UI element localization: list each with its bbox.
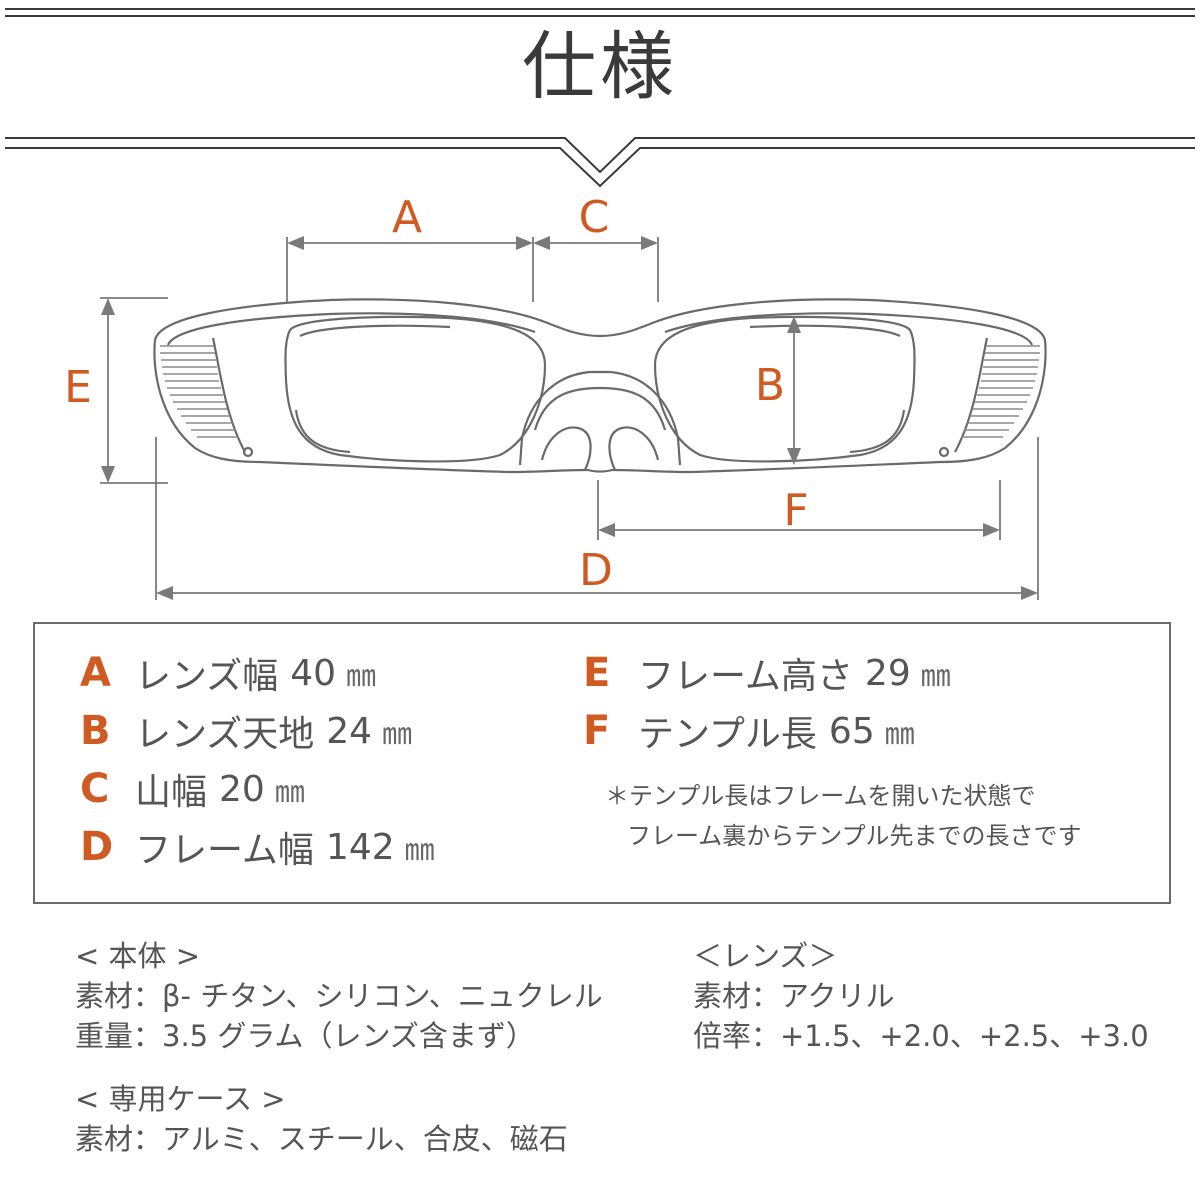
- label-f: F: [783, 485, 808, 536]
- spec-letter: A: [80, 650, 111, 696]
- frame-inner-line: [166, 312, 1034, 346]
- right-hinge-screw: [938, 446, 950, 458]
- right-hinge-edge: [954, 337, 989, 453]
- spec-letter: C: [80, 766, 110, 812]
- label-b: B: [755, 360, 785, 411]
- temple-note-line2: フレーム裏からテンプル先までの長さです: [627, 822, 1082, 850]
- dimension-lines: [100, 237, 1039, 600]
- spec-name: フレーム幅: [135, 830, 314, 871]
- nose-bridge-inner: [533, 386, 667, 431]
- lens-magnification: 倍率：+1.5、+2.0、+2.5、+3.0: [693, 1019, 1149, 1053]
- spec-row-e: E フレーム高さ 29 ㎜: [583, 648, 951, 698]
- spec-row-b: B レンズ天地 24 ㎜: [80, 706, 412, 756]
- spec-unit: ㎜: [346, 659, 377, 694]
- spec-unit: ㎜: [884, 717, 915, 752]
- spec-row-c: C 山幅 20 ㎜: [80, 764, 305, 814]
- label-a: A: [392, 192, 422, 243]
- spec-name: レンズ幅: [135, 656, 279, 697]
- label-d: D: [579, 545, 613, 596]
- right-lens: [653, 315, 916, 463]
- spec-letter: B: [80, 708, 111, 754]
- left-temple-stripes: [160, 345, 239, 438]
- body-heading: < 本体 >: [75, 939, 201, 973]
- spec-letter: E: [583, 650, 611, 696]
- label-e: E: [64, 362, 92, 413]
- spec-unit: ㎜: [274, 775, 305, 810]
- header-top-lines: [5, 8, 1195, 17]
- spec-row-d: D フレーム幅 142 ㎜: [80, 822, 435, 872]
- right-temple-stripes: [961, 345, 1040, 438]
- spec-name: レンズ天地: [135, 714, 315, 755]
- frame-outline: [153, 298, 1047, 474]
- header-bottom-chevron-lines: [5, 137, 1195, 188]
- temple-note-line1: ＊テンプル長はフレームを開いた状態で: [605, 782, 1036, 810]
- spec-value: 65: [828, 710, 875, 752]
- nose-pads: [540, 426, 660, 471]
- spec-row-a: A レンズ幅 40 ㎜: [80, 648, 376, 698]
- spec-unit: ㎜: [920, 659, 951, 694]
- spec-value: 29: [864, 652, 911, 694]
- case-heading: < 専用ケース >: [75, 1082, 286, 1116]
- spec-letter: D: [80, 824, 114, 870]
- spec-value: 40: [290, 652, 337, 694]
- spec-value: 24: [326, 710, 373, 752]
- left-lens: [284, 315, 547, 463]
- spec-name: 山幅: [135, 772, 208, 813]
- body-material: 素材：β- チタン、シリコン、ニュクレル: [75, 979, 603, 1013]
- glasses-dimension-diagram: A C E B F D: [5, 8, 1195, 600]
- spec-row-f: F テンプル長 65 ㎜: [583, 706, 915, 756]
- label-c: C: [579, 192, 610, 243]
- spec-name: フレーム高さ: [638, 656, 853, 697]
- right-lens-inner: [749, 324, 906, 454]
- spec-value: 142: [325, 826, 395, 868]
- spec-value: 20: [219, 768, 265, 810]
- left-lens-inner: [294, 324, 451, 454]
- spec-letter: F: [583, 708, 611, 754]
- spec-unit: ㎜: [404, 833, 435, 868]
- left-hinge-edge: [211, 337, 246, 453]
- page-title: 仕様: [522, 24, 678, 110]
- dimension-arrowheads: [101, 236, 1038, 600]
- spec-unit: ㎜: [382, 717, 413, 752]
- lens-material: 素材：アクリル: [693, 979, 895, 1013]
- lens-heading: ＜レンズ＞: [693, 939, 838, 973]
- case-material: 素材：アルミ、スチール、合皮、磁石: [75, 1122, 568, 1156]
- glasses-frame: [153, 298, 1047, 474]
- left-hinge-screw: [242, 446, 254, 458]
- spec-name: テンプル長: [638, 714, 817, 755]
- body-weight: 重量：3.5 グラム（レンズ含まず）: [75, 1019, 535, 1053]
- spec-box: A レンズ幅 40 ㎜ B レンズ天地 24 ㎜ C 山幅 20 ㎜ D フレー…: [33, 622, 1171, 904]
- nose-bridge: [518, 370, 682, 466]
